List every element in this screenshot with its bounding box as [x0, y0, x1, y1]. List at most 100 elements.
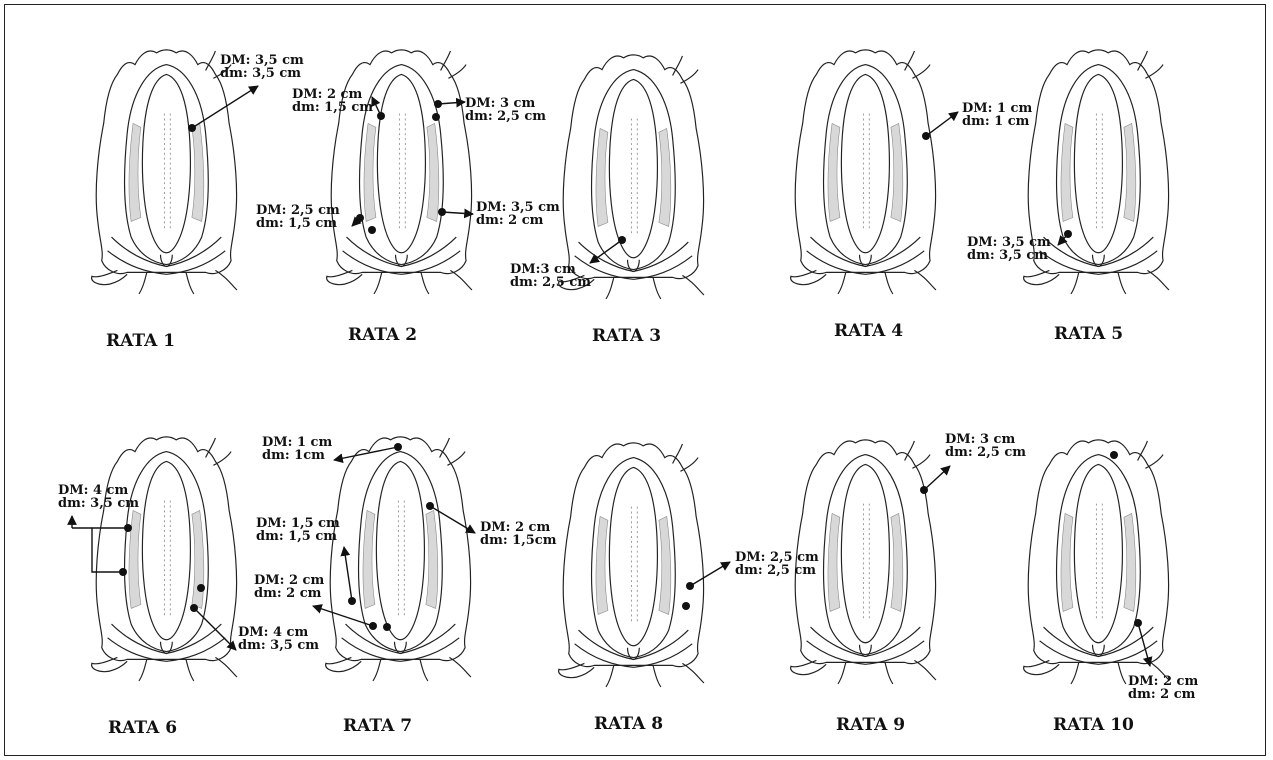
rat-drawing: [92, 50, 237, 294]
rat-lower-fold: [112, 624, 222, 653]
rat-shading-right: [192, 123, 204, 221]
lesion-arrow: [1138, 623, 1150, 666]
rat-title: RATA 5: [1054, 324, 1123, 344]
rat-left-leg: [92, 657, 128, 671]
rat-lower-fold: [575, 256, 693, 280]
rat-title: RATA 1: [106, 331, 175, 351]
lesion-arrow: [430, 506, 475, 533]
rat-lower-fold: [807, 251, 925, 275]
rat-lower-fold: [579, 242, 689, 271]
rat-feet: [606, 665, 661, 687]
rat-left-leg: [1024, 660, 1060, 674]
rat-title: RATA 8: [594, 714, 663, 734]
lesion-label-dm-minor: dm: 2 cm: [1128, 687, 1196, 702]
rat-drawing: [559, 55, 704, 299]
rat-title: RATA 2: [348, 325, 417, 345]
rat-inner-body: [841, 74, 889, 252]
lesion-dot: [434, 100, 442, 108]
rat-right-leg: [450, 270, 472, 290]
rat-shading-left: [129, 123, 141, 221]
lesion-label-dm-minor: dm: 2,5 cm: [735, 563, 816, 578]
lesion-label-dm-minor: dm: 2 cm: [476, 213, 544, 228]
rat-forelegs: [1138, 441, 1163, 468]
lesion-label-dm-minor: dm: 2,5 cm: [945, 445, 1026, 460]
rat-inner-body: [142, 461, 190, 639]
rat-right-leg: [914, 270, 936, 290]
rat-inner-body: [1074, 464, 1122, 642]
rat-inner-body: [142, 74, 190, 252]
rat-feet: [838, 272, 893, 294]
lesion-label-dm-minor: dm: 2 cm: [254, 586, 322, 601]
rat-shading-left: [596, 516, 608, 614]
rat-right-leg: [682, 663, 704, 683]
rat-forelegs: [206, 438, 231, 465]
rat-title: RATA 3: [592, 326, 661, 346]
lesion-label-dm-minor: dm: 1,5 cm: [256, 216, 337, 231]
lesion-arrow: [442, 212, 473, 214]
rat-feet: [139, 659, 194, 681]
rat-right-leg: [449, 657, 471, 677]
lesion-dot: [383, 623, 391, 631]
rat-feet: [838, 662, 893, 684]
rat-lower-fold: [1044, 237, 1154, 266]
rat-left-leg: [1024, 270, 1060, 284]
rat-skin-outline: [795, 50, 935, 274]
rat-title: RATA 10: [1053, 715, 1134, 735]
rat-shading-right: [426, 510, 438, 608]
lesion-dot: [1110, 451, 1118, 459]
rat-feet: [1071, 662, 1126, 684]
rat-left-leg: [327, 270, 363, 284]
rat-skin-outline: [563, 55, 703, 279]
rat-forelegs: [673, 444, 698, 471]
rat-shading-right: [427, 123, 439, 221]
lesion-dot: [119, 568, 127, 576]
rat-shading-right: [1124, 513, 1136, 611]
lesion-arrow: [192, 86, 258, 128]
rat-shading-right: [891, 513, 903, 611]
lesion-label-dm-minor: dm: 3,5 cm: [220, 66, 301, 81]
rat-shading-left: [828, 513, 840, 611]
rat-skin-outline: [331, 50, 471, 274]
lesion-dot: [618, 236, 626, 244]
rat-right-leg: [682, 275, 704, 295]
lesion-label-dm-minor: dm: 1 cm: [962, 114, 1030, 129]
rat-left-leg: [791, 660, 827, 674]
rat-lower-fold: [112, 237, 222, 266]
rat-forelegs: [905, 441, 930, 468]
rat-inner-body: [377, 74, 425, 252]
rat-forelegs: [905, 51, 930, 78]
rat-drawing: [559, 443, 704, 687]
lesion-dot: [197, 584, 205, 592]
rat-skin-outline: [96, 437, 236, 661]
rat-lower-fold: [811, 237, 921, 266]
lesion-dot: [190, 604, 198, 612]
rat-lower-fold: [347, 237, 457, 266]
lesion-dot: [686, 582, 694, 590]
lesion-label-dm-minor: dm: 1,5 cm: [256, 529, 337, 544]
lesion-dot: [426, 502, 434, 510]
rat-title: RATA 4: [834, 321, 903, 341]
lesion-dot: [348, 597, 356, 605]
rat-lower-fold: [579, 630, 689, 659]
rat-shading-left: [1061, 513, 1073, 611]
lesion-dot: [394, 443, 402, 451]
rat-left-leg: [559, 663, 595, 677]
rat-lower-fold: [1040, 251, 1158, 275]
lesion-dot: [1134, 619, 1142, 627]
rat-lower-fold: [811, 627, 921, 656]
rat-forelegs: [441, 51, 466, 78]
rat-lower-fold: [575, 644, 693, 668]
rat-lower-fold: [1040, 641, 1158, 665]
lesion-label-dm-minor: dm: 3,5 cm: [58, 496, 139, 511]
rat-drawing: [1024, 440, 1169, 684]
rat-forelegs: [673, 56, 698, 83]
rat-forelegs: [1138, 51, 1163, 78]
rat-right-leg: [914, 660, 936, 680]
rat-inner-body: [841, 464, 889, 642]
rat-shading-left: [129, 510, 141, 608]
lesion-dot: [368, 226, 376, 234]
rat-skin-outline: [563, 443, 703, 667]
rat-shading-left: [596, 128, 608, 226]
